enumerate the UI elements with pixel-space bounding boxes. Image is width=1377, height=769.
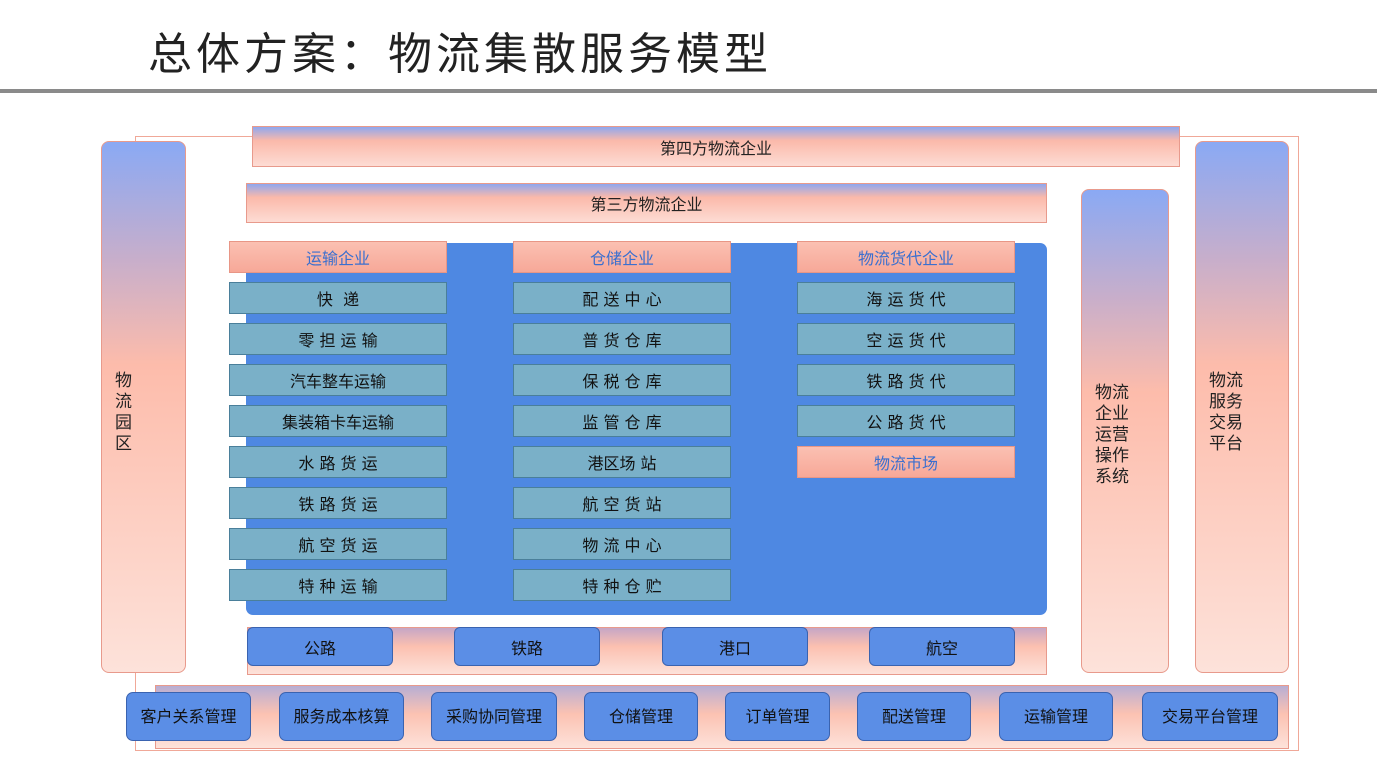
operations-system-label: 物流 企业 运营 操作 系统 <box>1095 383 1129 487</box>
transport-item: 特 种 运 输 <box>229 569 447 601</box>
forwarder-item: 空 运 货 代 <box>797 323 1015 355</box>
page-title: 总体方案：物流集散服务模型 <box>148 29 772 80</box>
transport-item: 铁 路 货 运 <box>229 487 447 519</box>
warehouse-item: 配 送 中 心 <box>513 282 731 314</box>
forwarder-item: 铁 路 货 代 <box>797 364 1015 396</box>
port-mode-box: 港口 <box>662 627 808 666</box>
transport-item: 水 路 货 运 <box>229 446 447 478</box>
fourth-party-band: 第四方物流企业 <box>252 126 1180 167</box>
title-divider <box>0 89 1377 93</box>
warehouse-item: 保 税 仓 库 <box>513 364 731 396</box>
warehouse-item: 港区场 站 <box>513 446 731 478</box>
warehouse-item: 物 流 中 心 <box>513 528 731 560</box>
third-party-band: 第三方物流企业 <box>246 183 1047 223</box>
transport-management-box: 运输管理 <box>999 692 1113 741</box>
transport-item: 快 递 <box>229 282 447 314</box>
order-management-box: 订单管理 <box>725 692 830 741</box>
trading-platform-pillar: 物流 服务 交易 平台 <box>1195 141 1289 673</box>
customer-relationship-box: 客户关系管理 <box>126 692 251 741</box>
warehouse-item: 特 种 仓 贮 <box>513 569 731 601</box>
warehouse-item: 航 空 货 站 <box>513 487 731 519</box>
air-mode-box: 航空 <box>869 627 1015 666</box>
transport-item: 集装箱卡车运输 <box>229 405 447 437</box>
logistics-park-pillar: 物 流 园 区 <box>101 141 186 673</box>
road-mode-box: 公路 <box>247 627 393 666</box>
trading-platform-label: 物流 服务 交易 平台 <box>1209 371 1243 454</box>
logistics-park-label: 物 流 园 区 <box>115 371 132 454</box>
transport-item: 零 担 运 输 <box>229 323 447 355</box>
delivery-management-box: 配送管理 <box>857 692 971 741</box>
transport-item: 航 空 货 运 <box>229 528 447 560</box>
rail-mode-box: 铁路 <box>454 627 600 666</box>
forwarder-item: 海 运 货 代 <box>797 282 1015 314</box>
operations-system-pillar: 物流 企业 运营 操作 系统 <box>1081 189 1169 673</box>
forwarder-enterprise-header: 物流货代企业 <box>797 241 1015 273</box>
warehouse-item: 监 管 仓 库 <box>513 405 731 437</box>
warehouse-item: 普 货 仓 库 <box>513 323 731 355</box>
warehouse-management-box: 仓储管理 <box>584 692 698 741</box>
transport-item: 汽车整车运输 <box>229 364 447 396</box>
service-cost-box: 服务成本核算 <box>279 692 404 741</box>
procurement-box: 采购协同管理 <box>431 692 557 741</box>
trading-platform-management-box: 交易平台管理 <box>1142 692 1278 741</box>
forwarder-item: 公 路 货 代 <box>797 405 1015 437</box>
logistics-market-box: 物流市场 <box>797 446 1015 478</box>
transport-enterprise-header: 运输企业 <box>229 241 447 273</box>
warehouse-enterprise-header: 仓储企业 <box>513 241 731 273</box>
